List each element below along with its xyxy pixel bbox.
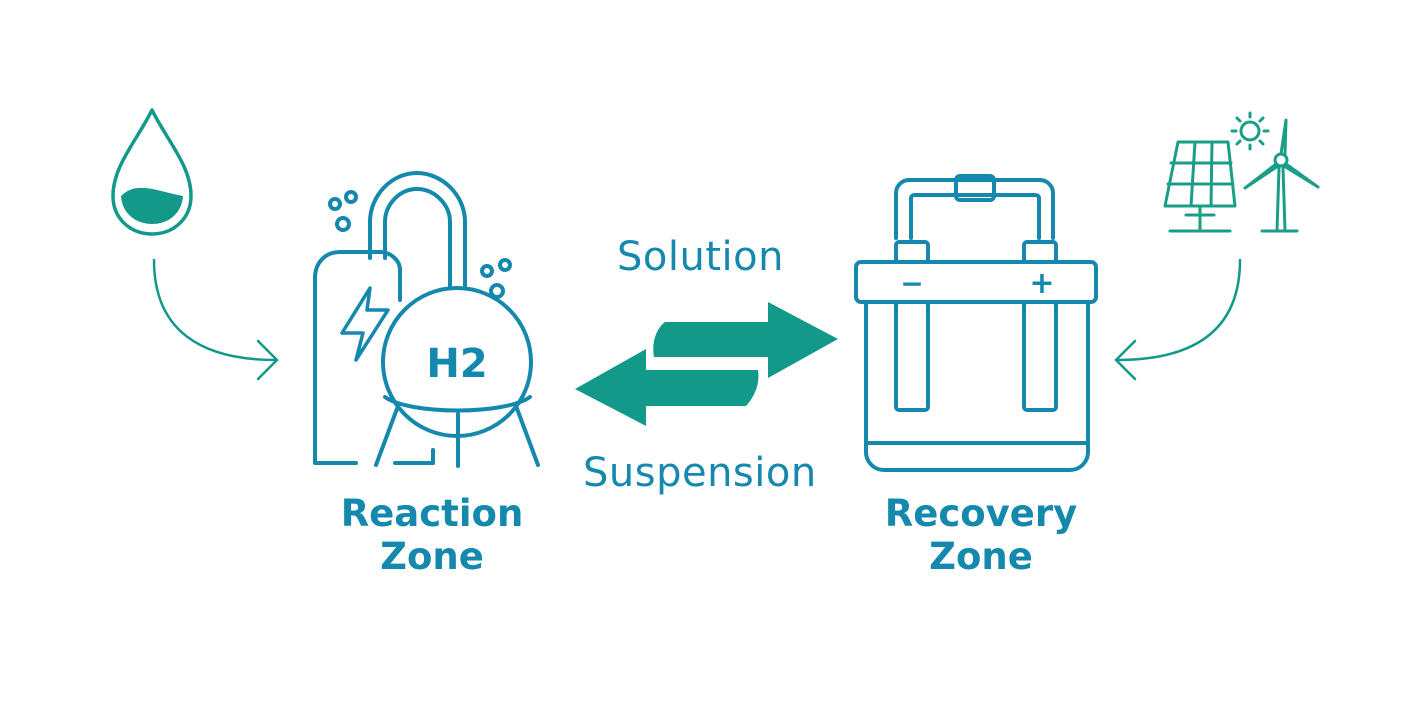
reaction-zone-label: Reaction Zone — [332, 492, 532, 578]
recovery-zone-label: Recovery Zone — [872, 492, 1090, 578]
solution-label: Solution — [617, 234, 784, 280]
recovery-zone-line2: Zone — [929, 535, 1033, 578]
water-drop-icon — [111, 108, 193, 236]
suspension-label: Suspension — [583, 450, 817, 496]
recovery-zone-line1: Recovery — [884, 492, 1078, 535]
plus-sign: + — [1029, 266, 1054, 301]
minus-sign: − — [900, 267, 923, 300]
hydrogen-tank-icon — [313, 171, 540, 468]
reaction-zone-line1: Reaction — [340, 492, 524, 535]
renewable-energy-icon — [1163, 111, 1320, 233]
hydrogen-label: H2 — [426, 341, 487, 387]
water-input-arrow — [152, 258, 279, 381]
energy-input-arrow — [1114, 258, 1242, 381]
reaction-zone-line2: Zone — [380, 535, 484, 578]
arrow-to-recovery — [653, 302, 838, 378]
battery-icon — [854, 174, 1098, 472]
arrow-to-reaction — [575, 349, 759, 426]
exchange-arrows-icon — [575, 302, 838, 426]
